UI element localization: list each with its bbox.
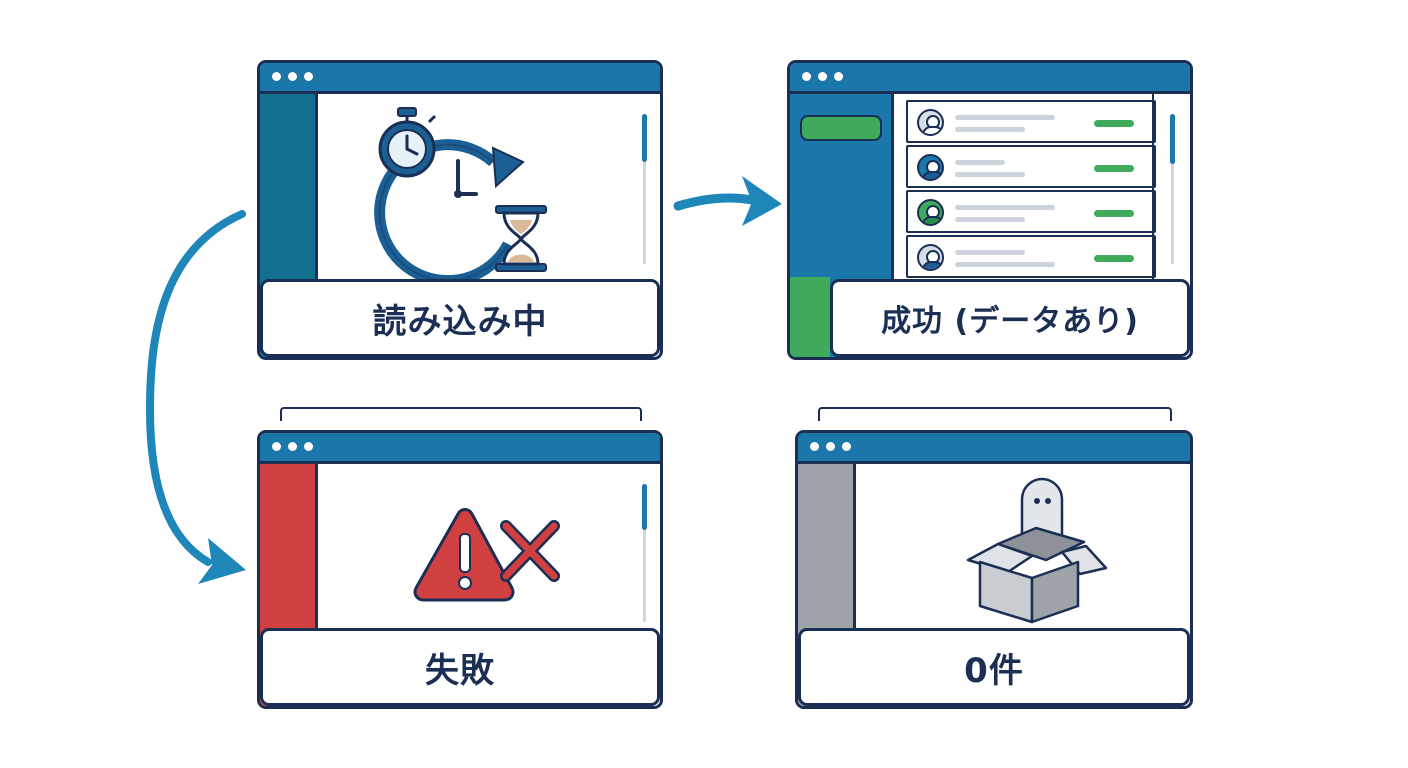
- window-loading: 読み込み中: [257, 60, 663, 360]
- scrollbar-track: [1152, 94, 1154, 357]
- content-loading: [318, 94, 660, 357]
- window-titlebar: [790, 63, 1190, 94]
- text-line: [955, 205, 1055, 210]
- status-badge: [1094, 165, 1134, 172]
- state-label-failure: 失敗: [260, 628, 660, 706]
- window-dot: [826, 442, 835, 451]
- window-titlebar: [260, 433, 660, 464]
- window-dot: [272, 442, 281, 451]
- scrollbar-thumb[interactable]: [642, 484, 647, 530]
- scrollbar-thumb[interactable]: [1170, 114, 1175, 164]
- state-label-success: 成功 (データあり): [830, 279, 1190, 357]
- warning-x-icon: [413, 508, 560, 602]
- content-failure: [318, 464, 660, 706]
- window-dot: [272, 72, 281, 81]
- content-success: [894, 94, 1190, 357]
- state-label-loading: 読み込み中: [260, 279, 660, 357]
- text-line: [955, 127, 1025, 132]
- sidebar-success-accent: [790, 277, 830, 357]
- status-badge: [1094, 120, 1134, 127]
- text-line: [955, 115, 1055, 120]
- avatar: [917, 244, 944, 271]
- scrollbar-thumb[interactable]: [642, 114, 647, 162]
- stack-bracket-failure: [280, 407, 642, 421]
- arrowhead-loading-to-failure: [198, 538, 246, 584]
- window-dot: [834, 72, 843, 81]
- status-badge: [1094, 210, 1134, 217]
- status-badge: [1094, 255, 1134, 262]
- text-line: [955, 172, 1025, 177]
- content-empty: [856, 464, 1190, 706]
- arrow-loading-to-failure: [145, 210, 246, 566]
- window-titlebar: [260, 63, 660, 94]
- window-dot: [810, 442, 819, 451]
- window-success: 成功 (データあり): [787, 60, 1193, 360]
- window-dot: [288, 72, 297, 81]
- text-line: [955, 160, 1005, 165]
- arrowhead-loading-to-success: [742, 176, 782, 226]
- avatar: [917, 199, 944, 226]
- list-item[interactable]: [906, 145, 1156, 188]
- scrollbar[interactable]: [642, 484, 647, 622]
- text-line: [955, 250, 1025, 255]
- ghost-empty-box-icon: [966, 477, 1108, 624]
- avatar: [917, 109, 944, 136]
- list-item[interactable]: [906, 235, 1156, 278]
- window-dot: [842, 442, 851, 451]
- user-list-icon: [906, 100, 1156, 278]
- window-dot: [802, 72, 811, 81]
- window-dot: [304, 72, 313, 81]
- scrollbar[interactable]: [1170, 114, 1175, 264]
- stack-bracket-empty: [818, 407, 1172, 421]
- window-failure: 失敗: [257, 430, 663, 709]
- text-line: [955, 217, 1025, 222]
- window-empty: 0件: [795, 430, 1193, 709]
- window-dot: [288, 442, 297, 451]
- text-line: [955, 262, 1055, 267]
- window-dot: [818, 72, 827, 81]
- list-item[interactable]: [906, 100, 1156, 143]
- scrollbar[interactable]: [642, 114, 647, 264]
- list-item[interactable]: [906, 190, 1156, 233]
- arrow-loading-to-success: [673, 193, 757, 211]
- avatar: [917, 154, 944, 181]
- stopwatch-hourglass-icon: [374, 107, 547, 284]
- window-dot: [304, 442, 313, 451]
- state-label-empty: 0件: [798, 628, 1190, 706]
- window-titlebar: [798, 433, 1190, 464]
- sidebar-success-button[interactable]: [800, 115, 882, 141]
